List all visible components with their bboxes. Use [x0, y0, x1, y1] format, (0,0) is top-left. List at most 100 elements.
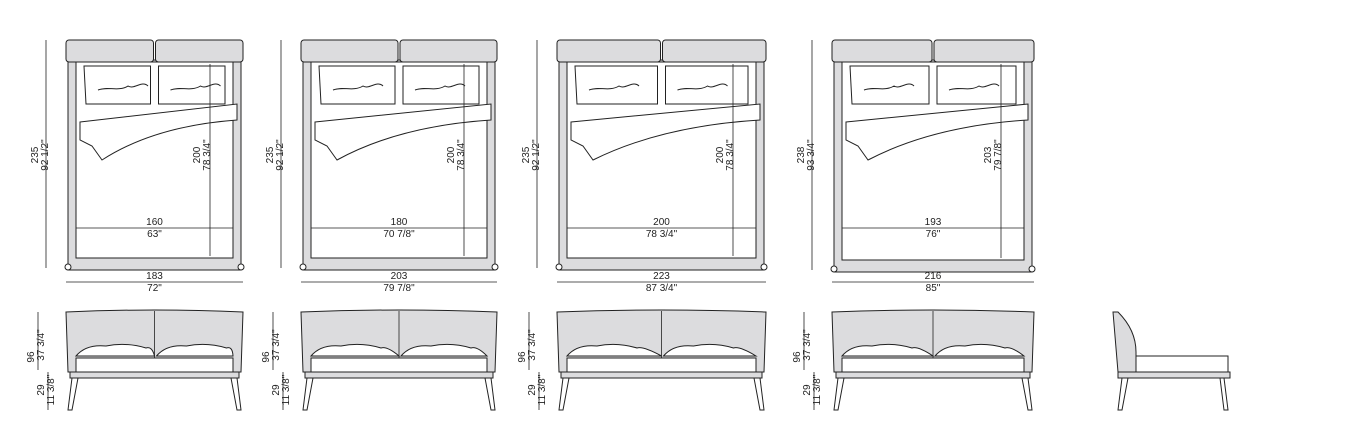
mattress-width-cm: 200 [653, 217, 670, 228]
base-height-cm: 29 [802, 384, 813, 396]
leg-left [558, 377, 570, 411]
overall-length-cm: 235 [265, 146, 276, 163]
base-height-in: 11 3/8" [812, 374, 823, 405]
mattress [1135, 355, 1229, 373]
pillow-left [565, 343, 662, 357]
overall-length-in: 92 1/2" [275, 139, 286, 171]
overall-width-cm: 216 [925, 271, 942, 282]
headboard-cushion-right [155, 39, 244, 63]
height-in: 37 3/4" [527, 329, 538, 361]
pillow-right [402, 65, 480, 105]
base-height-cm: 29 [36, 384, 47, 396]
pillow-crease [332, 83, 384, 91]
pillow-left [840, 343, 935, 357]
mattress [566, 357, 757, 373]
leg-right [1021, 377, 1033, 411]
height-cm: 96 [517, 351, 528, 363]
pillow-right [158, 65, 226, 105]
pillow-crease [948, 83, 1000, 91]
overall-width-in: 79 7/8" [383, 283, 415, 294]
overall-length-in: 93 3/4" [806, 139, 817, 171]
pillow-right [936, 65, 1017, 105]
pillow-right [665, 65, 749, 105]
mattress-length-in: 78 3/4" [456, 139, 467, 171]
duvet-fold [845, 103, 1029, 161]
pillow-crease [677, 83, 728, 91]
base-height-in: 11 3/8" [281, 374, 292, 405]
leg-right [230, 377, 242, 411]
pillow-left [74, 343, 156, 357]
height-cm: 96 [792, 351, 803, 363]
overall-length-cm: 235 [30, 146, 41, 163]
mattress-width-in: 76" [926, 229, 941, 240]
base-rail [69, 371, 240, 379]
mattress-length-in: 78 3/4" [725, 139, 736, 171]
pillow-left [83, 65, 151, 105]
overall-width-in: 87 3/4" [646, 283, 678, 294]
leg-right [1219, 377, 1229, 411]
height-in: 37 3/4" [36, 329, 47, 361]
headboard-cushion-right [933, 39, 1035, 63]
base-height-cm: 29 [271, 384, 282, 396]
mattress [75, 357, 234, 373]
foot-knob-left [830, 265, 838, 273]
mattress-length-cm: 203 [983, 146, 994, 163]
mattress-width-in: 78 3/4" [646, 229, 678, 240]
base-height-in: 11 3/8" [537, 374, 548, 405]
pillow-crease [97, 83, 149, 91]
pillow-right [155, 343, 234, 357]
mattress-length-in: 79 7/8" [993, 139, 1004, 171]
overall-length-cm: 238 [796, 146, 807, 163]
bed-side-view [1112, 311, 1231, 411]
mattress-width-in: 63" [147, 229, 162, 240]
foot-knob-left [299, 263, 307, 271]
overall-width-in: 72" [147, 283, 162, 294]
overall-length-cm: 235 [521, 146, 532, 163]
overall-width-cm: 203 [391, 271, 408, 282]
leg-right [484, 377, 496, 411]
base-height-cm: 29 [527, 384, 538, 396]
leg-left [302, 377, 314, 411]
overall-width-cm: 183 [146, 271, 163, 282]
mattress [310, 357, 488, 373]
foot-knob-left [555, 263, 563, 271]
overall-length-in: 92 1/2" [40, 139, 51, 171]
foot-knob-right [491, 263, 499, 271]
pillow-left [309, 343, 401, 357]
pillow-left [574, 65, 658, 105]
overall-width-cm: 223 [653, 271, 670, 282]
pillow-left [849, 65, 930, 105]
height-cm: 96 [26, 351, 37, 363]
foot-knob-right [1028, 265, 1036, 273]
base-rail [835, 371, 1031, 379]
mattress [841, 357, 1025, 373]
mattress-width-in: 70 7/8" [383, 229, 415, 240]
foot-knob-left [64, 263, 72, 271]
leg-left [1117, 377, 1129, 411]
pillow-right [662, 343, 758, 357]
pillow-crease [170, 83, 221, 91]
headboard-profile [1112, 311, 1137, 373]
duvet-fold [79, 103, 238, 161]
height-in: 37 3/4" [271, 329, 282, 361]
pillow-left [318, 65, 396, 105]
mattress-length-cm: 200 [192, 146, 203, 163]
overall-width-in: 85" [926, 283, 941, 294]
pillow-crease [863, 83, 915, 91]
base-rail [1117, 371, 1231, 379]
mattress-length-in: 78 3/4" [202, 139, 213, 171]
pillow-crease [414, 83, 466, 91]
foot-knob-right [760, 263, 768, 271]
mattress-length-cm: 200 [446, 146, 457, 163]
headboard-cushion-left [300, 39, 399, 63]
pillow-right [399, 343, 489, 357]
duvet-fold [570, 103, 761, 161]
